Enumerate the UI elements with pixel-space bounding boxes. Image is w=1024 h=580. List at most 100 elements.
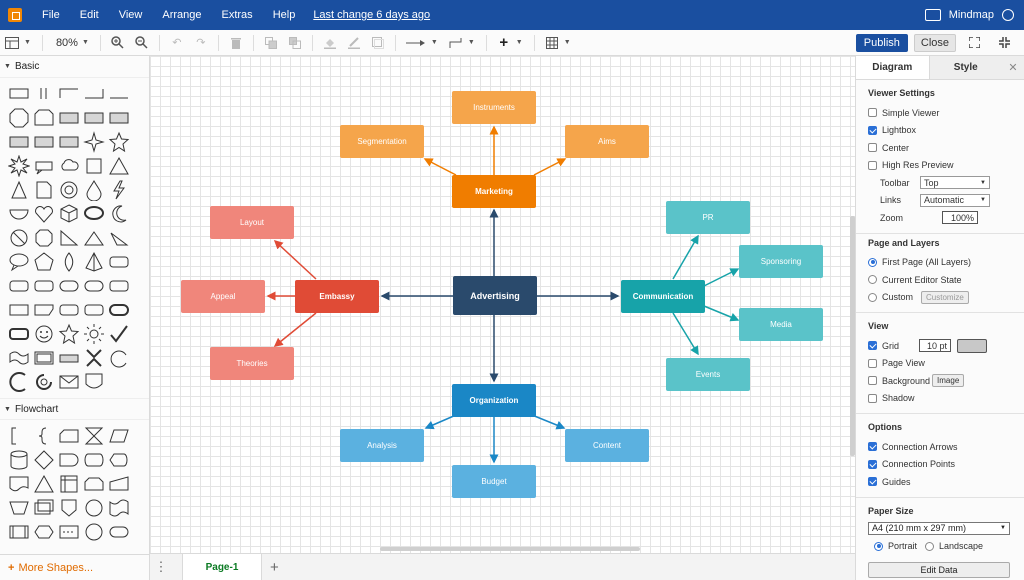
- node-organization[interactable]: Organization: [452, 384, 536, 417]
- last-change-link[interactable]: Last change 6 days ago: [313, 9, 431, 21]
- shape-triangle-3-icon[interactable]: [81, 226, 106, 250]
- shape-wave-icon[interactable]: [6, 346, 31, 370]
- shape-square-icon[interactable]: [81, 154, 106, 178]
- shape-tab-icon[interactable]: [56, 346, 81, 370]
- shape-half-circle-icon[interactable]: [6, 202, 31, 226]
- shape-envelope-icon[interactable]: [56, 370, 81, 394]
- shape-corner-icon[interactable]: [81, 82, 106, 106]
- node-media[interactable]: Media: [739, 308, 823, 341]
- edit-data-button[interactable]: Edit Data: [868, 562, 1010, 578]
- shape-cloud-flag-icon[interactable]: [31, 154, 56, 178]
- node-events[interactable]: Events: [666, 358, 750, 391]
- shape-multi-doc-icon[interactable]: [31, 496, 56, 520]
- high-res-checkbox[interactable]: [868, 160, 877, 170]
- table-icon[interactable]: [544, 36, 560, 50]
- current-state-radio[interactable]: [868, 275, 877, 285]
- shape-arc-2-icon[interactable]: [6, 370, 31, 394]
- undo-icon[interactable]: ↶: [172, 37, 182, 49]
- shadow-option[interactable]: Shadow: [868, 390, 1024, 408]
- shape-speech-icon[interactable]: [6, 250, 31, 274]
- node-layout[interactable]: Layout: [210, 206, 294, 239]
- shape-dashed-icon[interactable]: [56, 520, 81, 544]
- node-embassy[interactable]: Embassy: [295, 280, 379, 313]
- shape-octagon-icon[interactable]: [6, 106, 31, 130]
- redo-icon[interactable]: ↷: [196, 37, 206, 49]
- pages-menu-icon[interactable]: ⋮: [154, 559, 168, 574]
- shape-rounded-rect-6-icon[interactable]: [106, 274, 131, 298]
- shape-rounded-rect-8-icon[interactable]: [81, 298, 106, 322]
- shape-leaf-icon[interactable]: [56, 250, 81, 274]
- shape-lightning-icon[interactable]: [106, 178, 131, 202]
- shape-no-symbol-icon[interactable]: [6, 226, 31, 250]
- shape-rectangle-icon[interactable]: [6, 82, 31, 106]
- edge-embassy-theories[interactable]: [273, 312, 317, 347]
- grid-size-input[interactable]: 10 pt: [919, 339, 952, 353]
- shape-star5-icon[interactable]: [106, 130, 131, 154]
- background-checkbox[interactable]: [868, 376, 877, 386]
- center-checkbox[interactable]: [868, 143, 877, 153]
- shape-decision-icon[interactable]: [31, 448, 56, 472]
- shape-terminator-icon[interactable]: [106, 520, 131, 544]
- shape-connector-icon[interactable]: [81, 496, 106, 520]
- section-flowchart[interactable]: ▼ Flowchart: [0, 398, 149, 420]
- shape-rounded-rect-7-icon[interactable]: [56, 298, 81, 322]
- links-select[interactable]: Automatic▼: [920, 193, 990, 207]
- shape-card-icon[interactable]: [56, 424, 81, 448]
- shape-sun-icon[interactable]: [81, 322, 106, 346]
- menu-edit[interactable]: Edit: [79, 9, 99, 21]
- zoom-out-icon[interactable]: [134, 36, 150, 50]
- shadow-icon[interactable]: [370, 36, 386, 50]
- custom-radio[interactable]: [868, 292, 877, 302]
- globe-icon[interactable]: [1002, 9, 1014, 21]
- shape-octagon-2-icon[interactable]: [31, 226, 56, 250]
- edge-communication-pr[interactable]: [672, 234, 699, 280]
- node-segmentation[interactable]: Segmentation: [340, 125, 424, 158]
- lightbox-checkbox[interactable]: [868, 125, 877, 135]
- tab-diagram[interactable]: Diagram: [856, 56, 930, 79]
- node-aims[interactable]: Aims: [565, 125, 649, 158]
- shape-gray-wide-icon[interactable]: [6, 130, 31, 154]
- shape-pill-2-icon[interactable]: [6, 322, 31, 346]
- waypoints-icon[interactable]: [448, 36, 464, 50]
- menu-file[interactable]: File: [42, 9, 60, 21]
- paper-size-select[interactable]: A4 (210 mm x 297 mm)▼: [868, 521, 1010, 535]
- shape-gray-wide-2-icon[interactable]: [31, 130, 56, 154]
- format-panel-icon[interactable]: [4, 36, 20, 50]
- zoom-input[interactable]: 100%: [942, 211, 978, 225]
- to-front-icon[interactable]: [263, 36, 279, 50]
- node-analysis[interactable]: Analysis: [340, 429, 424, 462]
- shape-check-icon[interactable]: [106, 322, 131, 346]
- first-page-option[interactable]: First Page (All Layers): [868, 254, 1024, 272]
- close-icon[interactable]: ✕: [1002, 56, 1024, 79]
- fullscreen-icon[interactable]: [966, 36, 982, 50]
- edge-communication-media[interactable]: [703, 305, 740, 322]
- shape-loop-limit-icon[interactable]: [81, 472, 106, 496]
- node-pr[interactable]: PR: [666, 201, 750, 234]
- shape-shield-icon[interactable]: [81, 370, 106, 394]
- chevron-down-icon[interactable]: ▼: [563, 39, 571, 46]
- shape-collate-icon[interactable]: [81, 424, 106, 448]
- close-button[interactable]: Close: [913, 33, 956, 52]
- more-shapes-button[interactable]: + More Shapes...: [0, 554, 149, 580]
- node-appeal[interactable]: Appeal: [181, 280, 265, 313]
- shape-annotation-icon[interactable]: [6, 424, 31, 448]
- shape-triangle-icon[interactable]: [106, 154, 131, 178]
- shape-gray-rect-icon[interactable]: [56, 106, 81, 130]
- comment-icon[interactable]: [924, 9, 941, 21]
- shape-doc-icon[interactable]: [31, 178, 56, 202]
- shape-paper-tape-icon[interactable]: [106, 496, 131, 520]
- shape-right-triangle-icon[interactable]: [56, 226, 81, 250]
- node-budget[interactable]: Budget: [452, 465, 536, 498]
- node-advertising[interactable]: Advertising: [453, 276, 537, 315]
- toolbar-select[interactable]: Top▼: [920, 176, 990, 190]
- edge-organization-content[interactable]: [531, 414, 566, 430]
- menu-extras[interactable]: Extras: [221, 9, 253, 21]
- section-basic[interactable]: ▼ Basic: [0, 56, 149, 78]
- shape-or-icon[interactable]: [81, 520, 106, 544]
- node-communication[interactable]: Communication: [621, 280, 705, 313]
- shape-rounded-rect-5-icon[interactable]: [81, 274, 106, 298]
- node-content[interactable]: Content: [565, 429, 649, 462]
- shadow-checkbox[interactable]: [868, 393, 877, 403]
- shape-direct-data-icon[interactable]: [81, 448, 106, 472]
